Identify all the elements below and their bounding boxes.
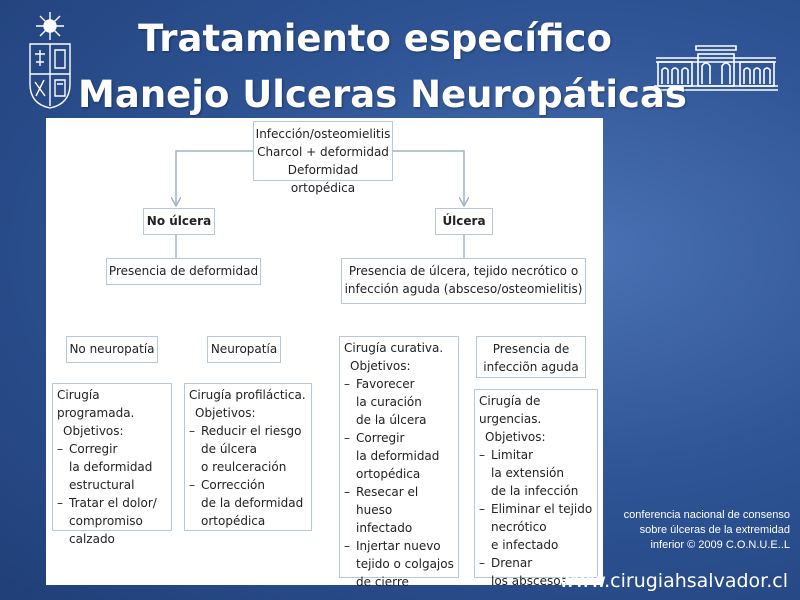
list-item: Drenar los abscesos [479, 554, 593, 590]
cirugia-programada-list: Corregir la deformidad estructural Trata… [57, 440, 167, 548]
no-ulcera-box: No úlcera [143, 208, 215, 235]
conference-credit: conferencia nacional de consenso sobre ú… [623, 509, 790, 551]
cirugia-curativa-objetivos: Objetivos: [350, 359, 411, 373]
cirugia-urgencias-box: Cirugía de urgencias. Objetivos: Limitar… [474, 389, 598, 588]
presencia-ulcera-box: Presencia de úlcera, tejido necrótico o … [341, 258, 586, 304]
presencia-infeccion-box: Presencia de infecciõn aguda [476, 336, 586, 378]
arrow-to-ulcera [391, 150, 464, 206]
neuropatia-box: Neuropatía [207, 336, 281, 363]
cirugia-programada-title: Cirugía programada. [57, 388, 135, 420]
list-item: Corregir la deformidad ortopédica [344, 429, 454, 483]
cirugia-curativa-box: Cirugía curativa. Objetivos: Favorecer l… [339, 336, 459, 589]
list-item: Eliminar el tejido necrótico e infectado [479, 500, 593, 554]
flowchart-panel: Infección/osteomielitis Charcol + deform… [46, 118, 603, 589]
no-neuropatia-box: No neuropatía [66, 336, 158, 363]
cirugia-profilactica-objetivos: Objetivos: [195, 406, 256, 420]
list-item: Corregir la deformidad estructural [57, 440, 167, 494]
list-item: Corrección de la deformidad ortopédica [189, 476, 307, 530]
cirugia-curativa-list: Favorecer la curación de la úlcera Corre… [344, 375, 454, 591]
arrow-to-no-ulcera [176, 150, 256, 206]
cirugia-urgencias-title: Cirugía de urgencias. [479, 394, 542, 426]
list-item: Reducir el riesgo de úlcera o reulceraci… [189, 422, 307, 476]
list-item: Limitar la extensión de la infección [479, 446, 593, 500]
cirugia-urgencias-objetivos: Objetivos: [485, 430, 546, 444]
infection-charcot-box: Infección/osteomielitis Charcol + deform… [253, 121, 393, 195]
ulcera-box: Úlcera [435, 208, 493, 235]
presencia-deformidad-box: Presencia de deformidad [106, 258, 261, 285]
university-crest-logo [29, 12, 71, 109]
cirugia-urgencias-list: Limitar la extensión de la infección Eli… [479, 446, 593, 590]
slide-title-line-1: Tratamiento específico [138, 17, 612, 60]
cirugia-programada-objetivos: Objetivos: [63, 424, 124, 438]
list-item: Resecar el hueso infectado [344, 483, 454, 537]
building-logo [654, 45, 778, 91]
list-item: Favorecer la curación de la úlcera [344, 375, 454, 429]
cirugia-profilactica-box: Cirugía profiláctica. Objetivos: Reducir… [184, 383, 312, 531]
cirugia-programada-box: Cirugía programada. Objetivos: Corregir … [52, 383, 172, 546]
cirugia-curativa-title: Cirugía curativa. [344, 341, 444, 355]
list-item: Injertar nuevo tejido o colgajos de cier… [344, 537, 454, 591]
list-item: Tratar el dolor/ compromiso calzado [57, 494, 167, 548]
slide-title-line-2: Manejo Ulceras Neuropáticas [78, 73, 687, 116]
cirugia-profilactica-title: Cirugía profiláctica. [189, 388, 306, 402]
cirugia-profilactica-list: Reducir el riesgo de úlcera o reulceraci… [189, 422, 307, 530]
website-link[interactable]: www.cirugiahsalvador.cl [559, 570, 788, 592]
